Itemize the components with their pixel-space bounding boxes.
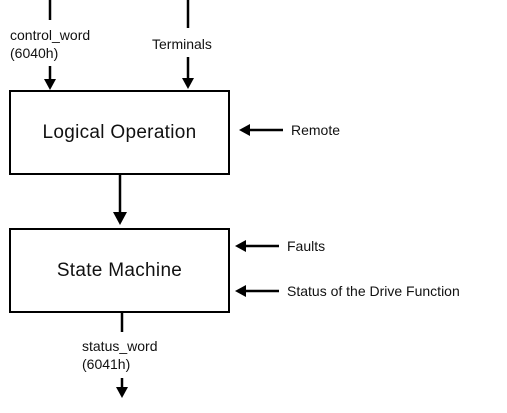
remote-arrowhead: [239, 124, 250, 136]
terminals-name: Terminals: [152, 36, 212, 52]
drive-status-name: Status of the Drive Function: [287, 283, 460, 299]
status-word-index: (6041h): [82, 356, 131, 372]
faults-name: Faults: [287, 238, 326, 254]
remote-name: Remote: [291, 122, 341, 138]
control-word-index: (6040h): [10, 45, 59, 61]
drive-status-label: Status of the Drive Function: [287, 282, 460, 300]
drive-status-arrowhead: [235, 285, 246, 297]
control-word-arrowhead: [44, 79, 56, 90]
logical-to-state-arrowhead: [113, 212, 127, 225]
logical-operation-block: Logical Operation: [9, 90, 230, 175]
status-word-arrowhead: [116, 387, 128, 398]
control-word-name: control_word: [10, 27, 91, 43]
faults-label: Faults: [287, 237, 325, 255]
terminals-arrowhead: [182, 78, 194, 89]
remote-label: Remote: [291, 121, 340, 139]
faults-arrowhead: [235, 240, 246, 252]
terminals-label: Terminals: [152, 35, 212, 53]
status-word-label: status_word (6041h): [82, 337, 157, 373]
logical-operation-label: Logical Operation: [42, 121, 197, 143]
control-word-label: control_word (6040h): [10, 26, 90, 62]
state-machine-block: State Machine: [9, 228, 230, 313]
status-word-name: status_word: [82, 338, 158, 354]
state-machine-label: State Machine: [56, 259, 183, 281]
